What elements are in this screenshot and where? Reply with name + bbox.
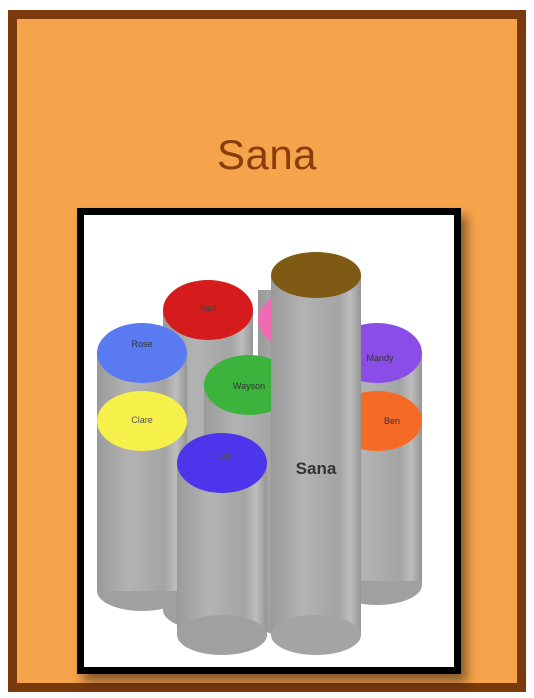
pillar-label-ben: Ben: [384, 416, 400, 426]
pillar-top-featured: [271, 252, 361, 298]
page-title: Sana: [17, 131, 517, 179]
pillar-label-clare: Clare: [131, 415, 153, 425]
pillar-card: Yaol Mandy Ben Rose Wayson Clar: [77, 208, 461, 674]
pillar-top-rose: [97, 323, 187, 383]
pillar-liel: Liel: [177, 433, 267, 655]
pillar-label-mandy: Mandy: [366, 353, 394, 363]
pillar-label-rose: Rose: [131, 339, 152, 349]
featured-label: Sana: [296, 459, 337, 478]
pillar-clare: Clare: [97, 391, 187, 591]
pillar-top-liel: [177, 433, 267, 493]
pillar-label-wayson: Wayson: [233, 381, 265, 391]
pillars-illustration: Yaol Mandy Ben Rose Wayson Clar: [84, 215, 454, 667]
pillar-label-yaol: Yaol: [199, 303, 216, 313]
pillar-featured: Sana: [271, 252, 361, 655]
pillar-label-liel: Liel: [218, 451, 232, 461]
